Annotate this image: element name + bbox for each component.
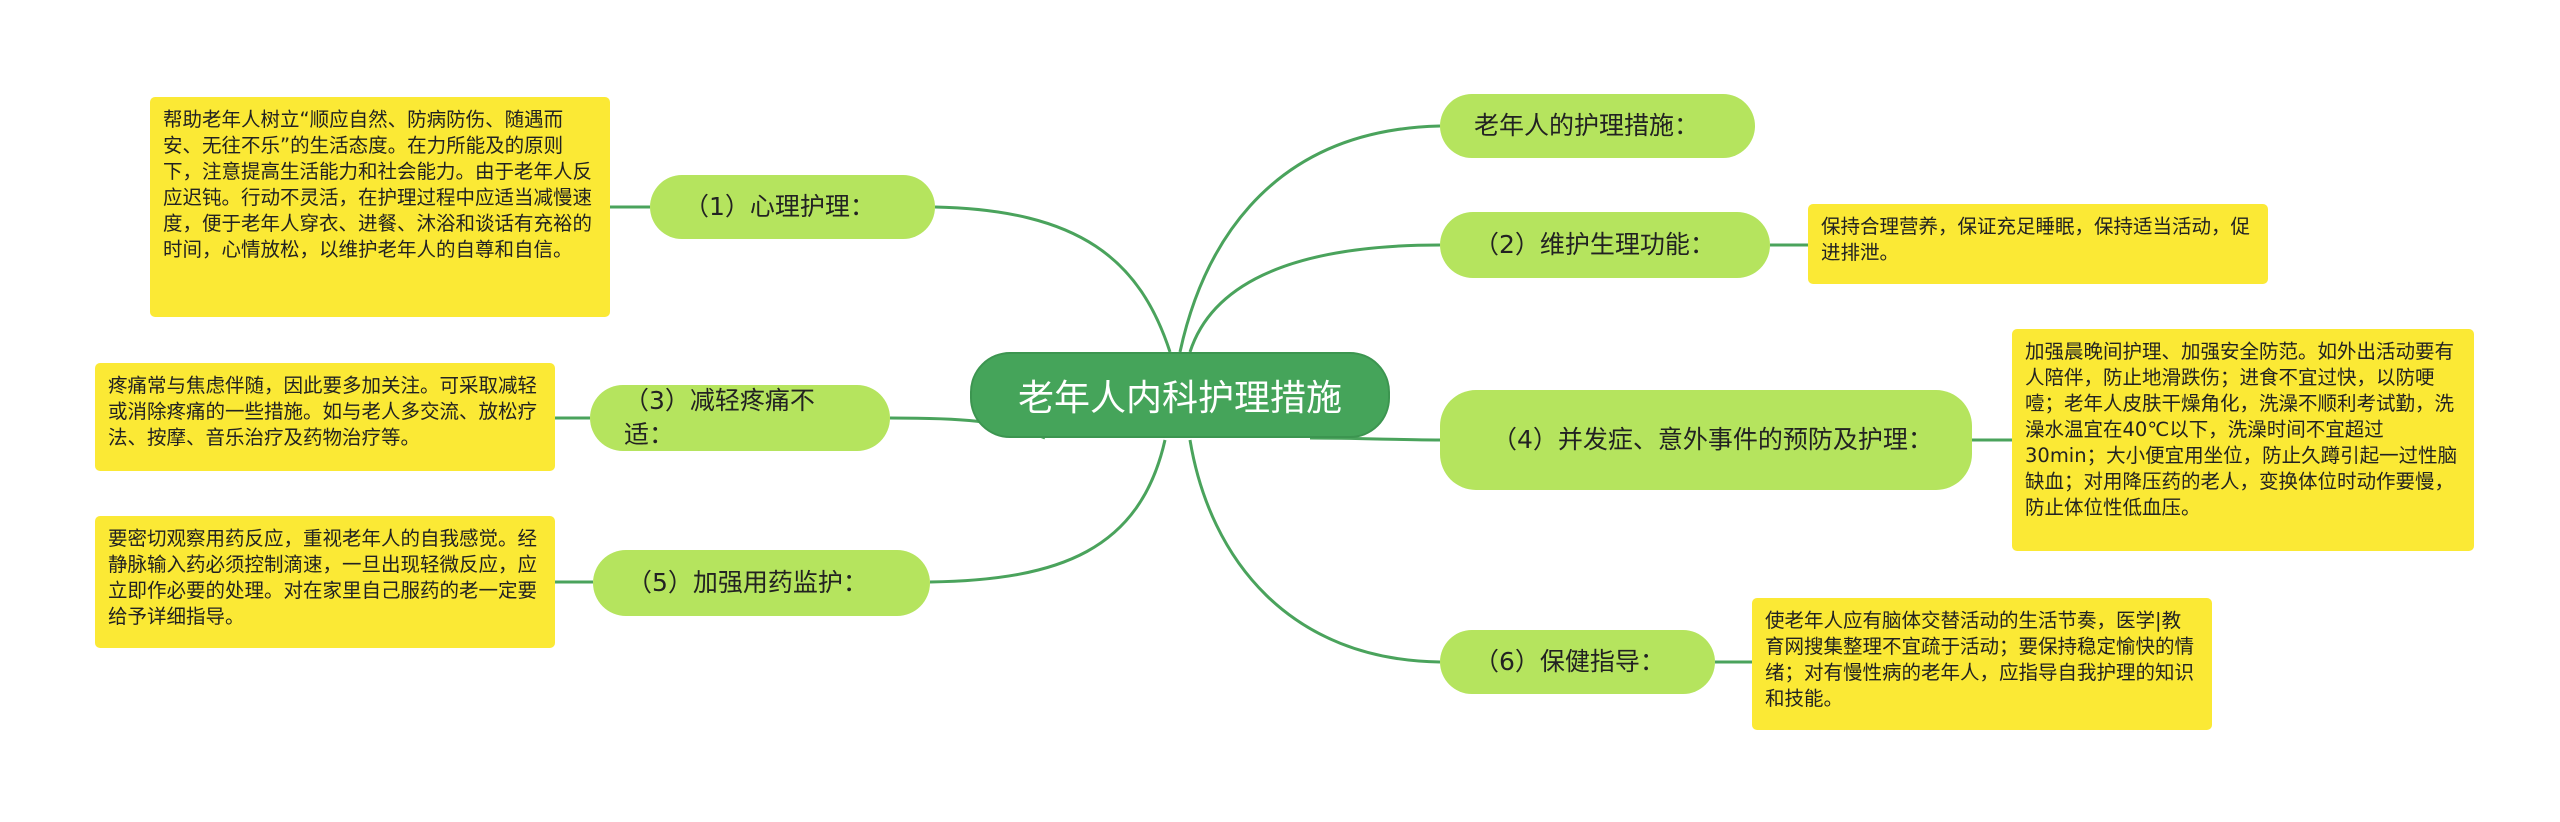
note-b2: 保持合理营养，保证充足睡眠，保持适当活动，促进排泄。: [1808, 204, 2268, 284]
branch-b2-label: （2）维护生理功能：: [1474, 230, 1715, 259]
central-topic-label: 老年人内科护理措施: [1017, 378, 1342, 419]
branch-b5-label: （5）加强用药监护：: [627, 568, 868, 597]
central-topic[interactable]: 老年人内科护理措施: [970, 352, 1390, 438]
note-b5-text: 要密切观察用药反应，重视老年人的自我感觉。经静脉输入药必须控制滴速，一旦出现轻微…: [108, 527, 538, 628]
note-b6: 使老年人应有脑体交替活动的生活节奏，医学|教育网搜集整理不宜疏于活动；要保持稳定…: [1752, 598, 2212, 730]
branch-b3-label: （3）减轻疼痛不适：: [624, 386, 815, 449]
link-intro: [1178, 124, 1441, 353]
note-b3-text: 疼痛常与焦虑伴随，因此要多加关注。可采取减轻或消除疼痛的一些措施。如与老人多交流…: [108, 374, 538, 449]
branch-intro-label: 老年人的护理措施：: [1474, 111, 1700, 140]
note-b2-text: 保持合理营养，保证充足睡眠，保持适当活动，促进排泄。: [1821, 215, 2251, 264]
branch-b6-label: （6）保健指导：: [1474, 647, 1665, 676]
branch-b2[interactable]: （2）维护生理功能：: [1440, 212, 1770, 278]
branch-b1-label: （1）心理护理：: [684, 192, 875, 221]
note-b1-text: 帮助老年人树立“顺应自然、防病防伤、随遇而安、无往不乐”的生活态度。在力所能及的…: [163, 108, 593, 261]
branch-b4-label: （4）并发症、意外事件的预防及护理：: [1492, 425, 1933, 454]
branch-b6[interactable]: （6）保健指导：: [1440, 630, 1715, 694]
note-b4: 加强晨晚间护理、加强安全防范。如外出活动要有人陪伴，防止地滑跌伤；进食不宜过快，…: [2012, 329, 2474, 551]
branch-intro[interactable]: 老年人的护理措施：: [1440, 94, 1755, 158]
link-b6: [1188, 439, 1441, 664]
branch-b5[interactable]: （5）加强用药监护：: [593, 550, 930, 616]
link-b2: [1188, 243, 1441, 353]
branch-b1[interactable]: （1）心理护理：: [650, 175, 935, 239]
link-b1: [934, 205, 1172, 353]
note-b1: 帮助老年人树立“顺应自然、防病防伤、随遇而安、无往不乐”的生活态度。在力所能及的…: [150, 97, 610, 317]
note-b6-text: 使老年人应有脑体交替活动的生活节奏，医学|教育网搜集整理不宜疏于活动；要保持稳定…: [1765, 609, 2195, 710]
note-b5: 要密切观察用药反应，重视老年人的自我感觉。经静脉输入药必须控制滴速，一旦出现轻微…: [95, 516, 555, 648]
link-b5: [929, 439, 1167, 584]
note-b3: 疼痛常与焦虑伴随，因此要多加关注。可采取减轻或消除疼痛的一些措施。如与老人多交流…: [95, 363, 555, 471]
note-b4-text: 加强晨晚间护理、加强安全防范。如外出活动要有人陪伴，防止地滑跌伤；进食不宜过快，…: [2025, 340, 2458, 519]
branch-b3[interactable]: （3）减轻疼痛不适：: [590, 385, 890, 451]
branch-b4[interactable]: （4）并发症、意外事件的预防及护理：: [1440, 390, 1972, 490]
link-b4: [1309, 436, 1441, 442]
